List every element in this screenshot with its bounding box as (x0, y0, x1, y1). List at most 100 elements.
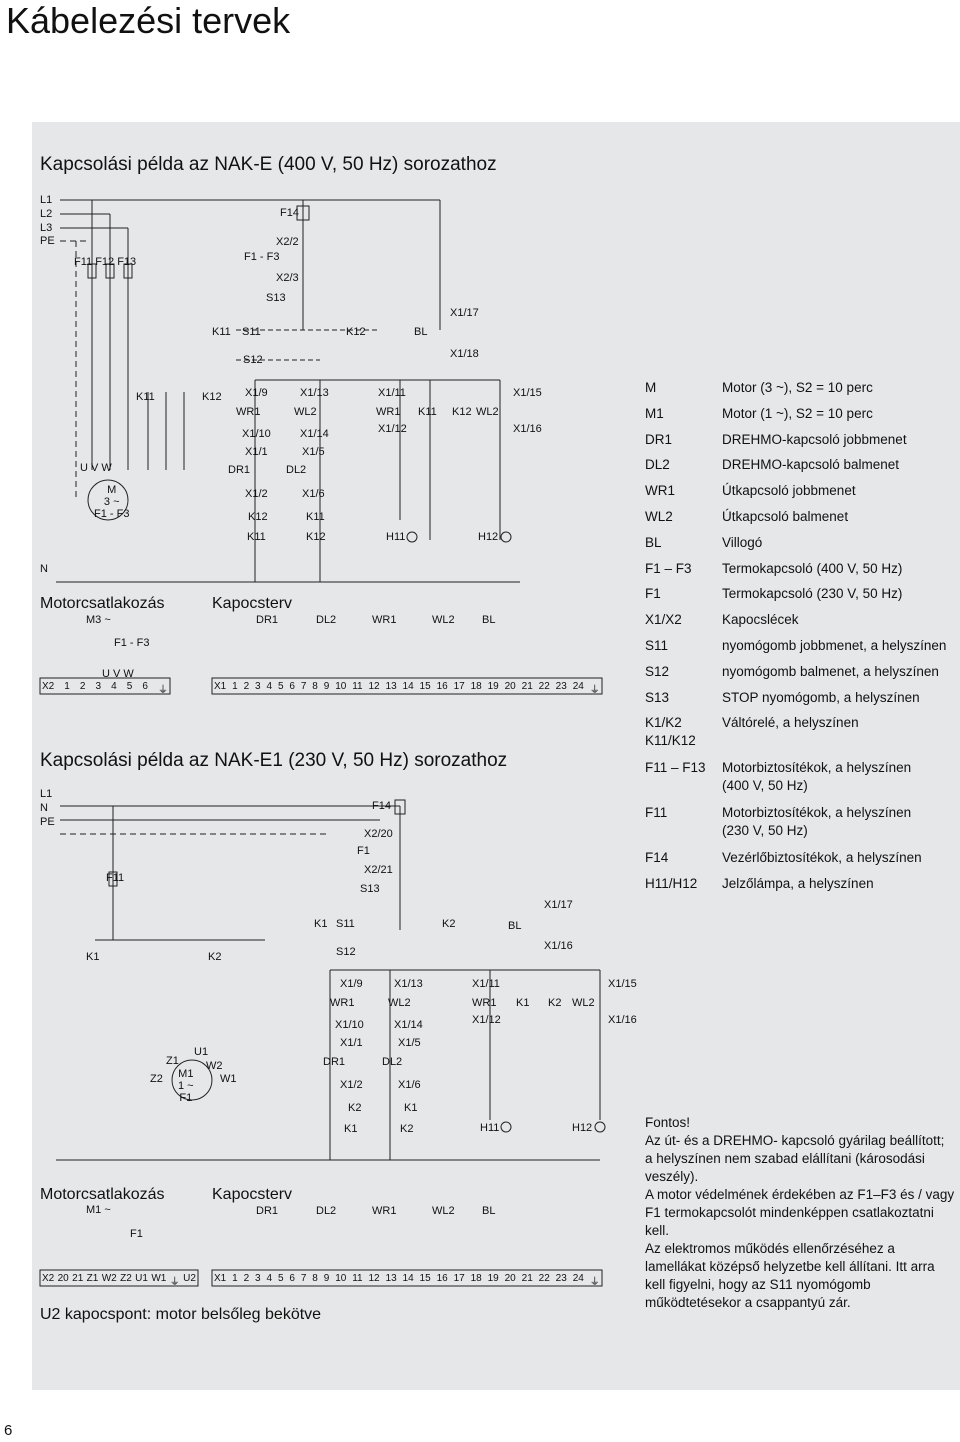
s2-col2-0: X1/13 (394, 978, 423, 990)
k12-label-top: K12 (346, 326, 366, 338)
motor-sub-2: M1 ~ (86, 1204, 111, 1216)
col2-1: WL2 (294, 406, 317, 418)
s2-col3-3: K1 (516, 997, 530, 1009)
terminal-x1-2-16: 16 (436, 1273, 448, 1284)
terminal-x1-2-4: 4 (266, 1273, 273, 1284)
col3-4: K12 (452, 406, 472, 418)
rail-l3: L3 (40, 222, 53, 234)
legend-value: DREHMO-kapcsoló balmenet (722, 457, 900, 473)
motor-heading-1: Motorcsatlakozás (40, 595, 165, 612)
s2-col1-3: X1/1 (340, 1037, 363, 1049)
terminal-x2-1-1: 1 (64, 681, 70, 692)
terminal-x1-1-23: 23 (555, 681, 567, 692)
terminal-x1-1-0: X1 (214, 681, 227, 692)
terminal-x1-2-9: 9 (323, 1273, 330, 1284)
terminal-x1-2-7: 7 (300, 1273, 307, 1284)
uvw2-label: U V W (102, 668, 134, 680)
col1-4: DR1 (228, 464, 251, 476)
terminal-x1-2-5: 5 (277, 1273, 284, 1284)
f1-motor-label: F1 (130, 1228, 143, 1240)
terminal-x1-1-20: 20 (504, 681, 516, 692)
k11-label-top: K11 (212, 326, 231, 338)
terminal-x2-1-6: 6 (142, 681, 148, 692)
s2-k2: K2 (442, 918, 456, 930)
legend-value: Vezérlőbiztosítékok, a helyszínen (722, 850, 922, 866)
section1-heading: Kapcsolási példa az NAK-E (400 V, 50 Hz)… (40, 154, 497, 175)
s2-bl: BL (508, 920, 522, 932)
terminal-x1-2-25: ⏚ (589, 1277, 600, 1288)
col1-7: K11 (247, 531, 266, 543)
ctrl2-sub-dl2: DL2 (316, 1205, 337, 1217)
ctrl2-sub-bl: BL (482, 1205, 496, 1217)
page-title: Kábelezési tervek (6, 0, 291, 41)
terminal-x1-2-24: 24 (572, 1273, 584, 1284)
terminal-x2-2-5: Z2 (120, 1273, 132, 1284)
ctrl2-sub-dr1: DR1 (256, 1205, 279, 1217)
f1f3-motor-label: F1 - F3 (114, 637, 150, 649)
legend-key: F1 (645, 586, 661, 602)
terminal-x1-2-0: X1 (214, 1273, 227, 1284)
terminal-x2-2-0: X2 (42, 1273, 55, 1284)
terminal-x1-1-16: 16 (436, 681, 448, 692)
terminal-x2-2-4: W2 (101, 1273, 117, 1284)
s2-rail-pe: PE (40, 816, 55, 828)
terminal-x1-1-9: 9 (323, 681, 330, 692)
terminal-x2-2-3: Z1 (86, 1273, 99, 1284)
ctrl-sub-dl2: DL2 (316, 614, 337, 626)
motor-sub-1: M3 ~ (86, 614, 111, 626)
fuse-labels: F11 F12 F13 (74, 256, 137, 268)
x118-label: X1/18 (450, 348, 479, 360)
terminal-x1-1-4: 4 (266, 681, 273, 692)
x22-label: X2/2 (276, 236, 299, 248)
s2-col1-1: WR1 (330, 997, 355, 1009)
s2-k1-left: K1 (86, 951, 100, 963)
legend-value: Termokapcsoló (230 V, 50 Hz) (722, 586, 903, 602)
f1f3-label: F1 - F3 (244, 251, 280, 263)
legend-value: Villogó (722, 534, 763, 550)
legend-key: X1/X2 (645, 612, 682, 628)
terminal-x2-1-7: ⏚ (157, 685, 168, 696)
col2-5: X1/6 (302, 488, 325, 500)
legend-key: WR1 (645, 483, 675, 499)
col1-6: K12 (248, 511, 268, 523)
s2-f1: F1 (357, 845, 370, 857)
x23-label: X2/3 (276, 272, 299, 284)
legend-value: Motorbiztosítékok, a helyszínen (230 V, … (722, 805, 912, 839)
s2-x116: X1/16 (544, 940, 573, 952)
terminal-x1-1-6: 6 (289, 681, 295, 692)
ctrl-heading-1: Kapocsterv (212, 595, 293, 612)
legend-value: Motor (3 ~), S2 = 10 perc (722, 380, 873, 395)
s2-k1: K1 (314, 918, 328, 930)
f14-label: F14 (280, 207, 299, 219)
s2-col2-4: DL2 (382, 1056, 403, 1068)
legend-key: F14 (645, 850, 669, 866)
col2-7: K12 (306, 531, 326, 543)
col1-3: X1/1 (245, 446, 268, 458)
terminal-x1-2-6: 6 (289, 1273, 295, 1284)
terminal-x1-2-18: 18 (470, 1273, 482, 1284)
terminal-x1-1-24: 24 (572, 681, 584, 692)
s2-z1: Z1 (166, 1055, 179, 1067)
s13-label: S13 (266, 292, 286, 304)
s2-col1-4: DR1 (323, 1056, 346, 1068)
terminal-x1-2-12: 12 (368, 1273, 380, 1284)
motor-heading-2: Motorcsatlakozás (40, 1186, 165, 1203)
s12-label: S12 (243, 354, 263, 366)
notes-paragraph: Az elektromos működés ellenőrzéséhez a l… (645, 1241, 935, 1310)
legend-key: WL2 (645, 508, 673, 524)
s2-col3-2: X1/12 (472, 1014, 501, 1026)
terminal-x1-1-14: 14 (402, 681, 414, 692)
col2-4: DL2 (286, 464, 307, 476)
terminal-x2-2-1: 20 (57, 1273, 69, 1284)
terminal-x1-1-13: 13 (385, 681, 397, 692)
terminal-x1-2-11: 11 (352, 1273, 363, 1284)
s2-w1: W1 (220, 1073, 237, 1085)
rail-pe: PE (40, 235, 55, 247)
s2-u1: U1 (194, 1046, 209, 1058)
s2-z2: Z2 (150, 1073, 163, 1085)
